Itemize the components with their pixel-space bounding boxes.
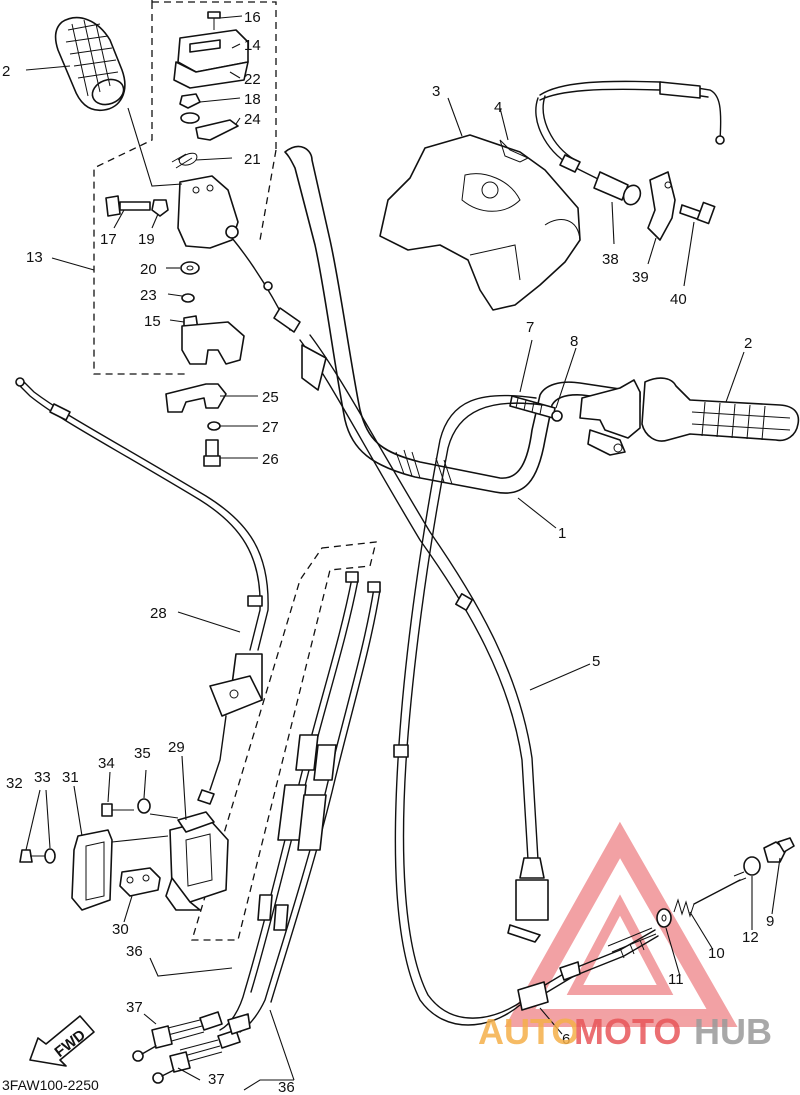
watermark-text: AUTO MOTO HUB — [478, 1011, 772, 1052]
callout-37-bottom: 37 — [208, 1071, 225, 1088]
watermark-part1: AUTO — [478, 1011, 579, 1052]
callout-16: 16 — [244, 9, 261, 26]
switch-29 — [165, 811, 229, 911]
watermark-part3: HUB — [694, 1011, 772, 1052]
callout-2-right: 2 — [744, 335, 752, 352]
switch-parts — [105, 11, 249, 467]
cable-ends-37 — [132, 1011, 251, 1084]
spring-10 — [673, 879, 741, 918]
leader-lines — [25, 15, 781, 1091]
callout-29: 29 — [168, 739, 185, 756]
nut-9 — [763, 837, 795, 863]
assembly-box-13 — [93, 0, 277, 375]
callout-34: 34 — [98, 755, 115, 772]
plate-31 — [71, 829, 113, 911]
callout-40: 40 — [670, 291, 687, 308]
bolt-40 — [679, 201, 716, 225]
callout-32: 32 — [6, 775, 23, 792]
watermark-logo — [504, 821, 738, 1027]
throttle-cable — [231, 237, 327, 391]
callout-36-bottom: 36 — [278, 1079, 295, 1095]
screw-34 — [101, 803, 134, 817]
callout-5: 5 — [592, 653, 600, 670]
callout-30: 30 — [112, 921, 129, 938]
callout-14: 14 — [244, 37, 261, 54]
left-grip — [54, 16, 126, 112]
callout-15: 15 — [144, 313, 161, 330]
callout-7: 7 — [526, 319, 534, 336]
callout-28: 28 — [150, 605, 167, 622]
callout-3: 3 — [432, 83, 440, 100]
callout-10: 10 — [708, 945, 725, 962]
callout-33: 33 — [34, 769, 51, 786]
bracket-39 — [647, 171, 676, 241]
throttle-housing — [579, 379, 641, 456]
washer-33 — [44, 848, 56, 864]
callout-8: 8 — [570, 333, 578, 350]
cable-band — [499, 139, 530, 163]
cable-6 — [517, 927, 659, 1011]
callout-38: 38 — [602, 251, 619, 268]
callout-4: 4 — [494, 99, 502, 116]
callout-13: 13 — [26, 249, 43, 266]
cable-5-end — [507, 857, 549, 943]
callout-12: 12 — [742, 929, 759, 946]
callout-24: 24 — [244, 111, 261, 128]
callout-20: 20 — [140, 261, 157, 278]
callout-35: 35 — [134, 745, 151, 762]
handlebar-pad — [379, 134, 581, 311]
watermark-part2: MOTO — [574, 1011, 681, 1052]
washer-11 — [656, 908, 672, 928]
callout-21: 21 — [244, 151, 261, 168]
callout-22: 22 — [244, 71, 261, 88]
callout-19: 19 — [138, 231, 155, 248]
cables-36 — [219, 571, 381, 1033]
callout-26: 26 — [262, 451, 279, 468]
block-30 — [119, 867, 161, 897]
callout-39: 39 — [632, 269, 649, 286]
callout-2-left: 2 — [2, 63, 10, 80]
fwd-arrow-icon: FWD — [29, 1015, 95, 1067]
callout-1: 1 — [558, 525, 566, 542]
callout-18: 18 — [244, 91, 261, 108]
cable-end-12 — [733, 856, 761, 883]
adjuster-38 — [593, 171, 642, 206]
callout-23: 23 — [140, 287, 157, 304]
callout-27: 27 — [262, 419, 279, 436]
right-grip — [641, 377, 800, 442]
callout-11: 11 — [668, 971, 684, 988]
callout-37-top: 37 — [126, 999, 143, 1016]
callout-36-top: 36 — [126, 943, 143, 960]
cable-28 — [15, 377, 269, 805]
callout-25: 25 — [262, 389, 279, 406]
callout-labels: 1 2 2 3 4 5 6 7 8 9 10 11 12 13 14 15 16… — [2, 9, 774, 1095]
callout-6: 6 — [562, 1031, 570, 1048]
callout-17: 17 — [100, 231, 117, 248]
drawing-code: 3FAW100-2250 — [2, 1077, 99, 1093]
cable-5 — [299, 334, 544, 1026]
cable-38 — [535, 80, 725, 181]
callout-31: 31 — [62, 769, 79, 786]
washer-35 — [137, 798, 151, 814]
callout-9: 9 — [766, 913, 774, 930]
